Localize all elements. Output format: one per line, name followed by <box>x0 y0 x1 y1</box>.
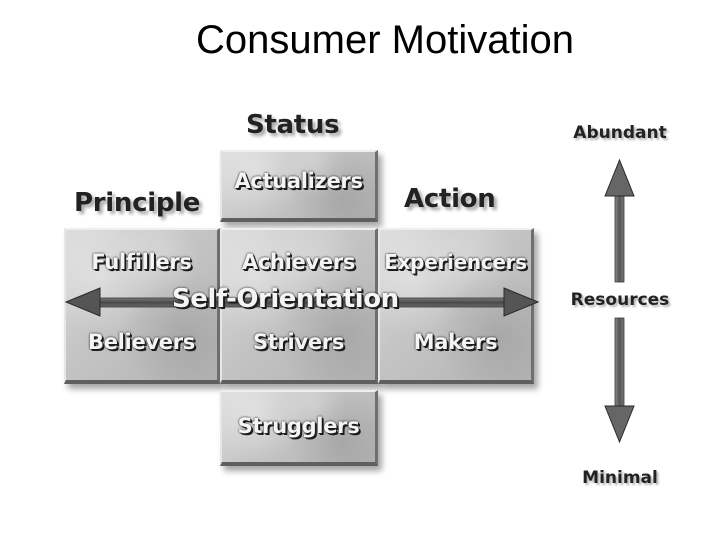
experiencers-label: Experiencers <box>384 250 527 274</box>
strugglers-tile: Strugglers <box>220 390 378 466</box>
believers-label: Believers <box>88 330 195 354</box>
fulfillers-label: Fulfillers <box>91 250 192 274</box>
principle-heading: Principle <box>74 188 201 218</box>
actualizers-tile: Actualizers <box>220 150 378 222</box>
resources-arrow <box>604 158 635 444</box>
resources-label: Resources <box>570 290 670 310</box>
self-orientation-arrow <box>64 287 540 317</box>
strivers-label: Strivers <box>252 330 345 354</box>
status-heading: Status <box>246 110 340 140</box>
strugglers-label: Strugglers <box>237 414 360 438</box>
achievers-label: Achievers <box>241 250 356 274</box>
action-heading: Action <box>404 184 496 214</box>
actualizers-label: Actualizers <box>234 169 363 193</box>
minimal-label: Minimal <box>582 468 658 488</box>
self-orientation-label: Self-Orientation <box>172 284 399 314</box>
makers-label: Makers <box>413 330 498 354</box>
abundant-label: Abundant <box>573 123 667 143</box>
page-title: Consumer Motivation <box>196 18 574 62</box>
action-column-tile: Experiencers Makers <box>378 228 534 384</box>
